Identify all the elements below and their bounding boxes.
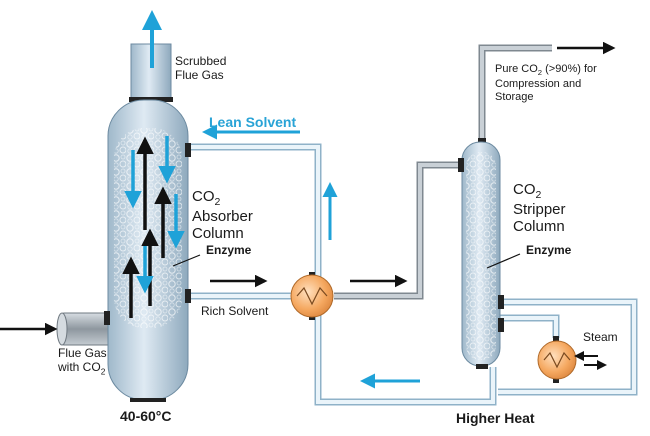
absorber-temperature-label: 40-60°C [120,408,172,424]
stripper-line-1: CO2 [513,181,566,201]
reboiler-heat-exchanger [537,336,577,383]
flue-gas-line-1: Flue Gas [58,346,107,360]
absorber-co-sub: 2 [214,196,221,208]
pure-co2-sub: 2 [537,68,543,78]
flue-gas-with-co2-label: Flue Gas with CO2 [58,346,107,377]
stripper-line-3: Column [513,218,565,236]
enzyme-absorber-pointer [172,254,201,267]
stripper-co-sub: 2 [535,189,542,201]
absorber-column-label: CO2 Absorber Column [192,188,253,243]
rich-to-stripper-pipe [334,161,468,300]
enzyme-stripper-pointer [486,253,521,269]
pure-co2-line-2: Compression and [495,78,582,91]
pure-co2-line-3: Storage [495,90,534,103]
absorber-line-2: Absorber [192,208,253,226]
pure-co2-suffix: (>90%) for [542,63,597,75]
higher-heat-label: Higher Heat [456,410,535,426]
lean-solvent-pipe [189,143,497,406]
steam-label: Steam [583,330,618,344]
pure-co2-text: Pure CO [495,63,538,75]
scrubbed-line-1: Scrubbed [175,54,227,68]
flue-gas-co-text: with CO [58,359,101,374]
absorber-column [104,43,191,402]
stripper-column-label: CO2 Stripper Column [513,181,566,236]
absorber-line-3: Column [192,225,244,243]
scrubbed-line-2: Flue Gas [175,67,224,82]
steam-arrows [574,351,607,370]
enzyme-absorber-label: Enzyme [206,243,252,257]
steam-loop-pipe [498,298,638,396]
lean-solvent-label: Lean Solvent [209,114,297,130]
steam-inlet-pipe [498,314,560,338]
stripper-co-text: CO [513,181,536,198]
stripper-line-2: Stripper [513,201,566,219]
pure-co2-label: Pure CO2 (>90%) for Compression and Stor… [495,63,597,103]
rich-solvent-label: Rich Solvent [201,304,269,318]
pure-co2-line-1: Pure CO2 (>90%) for [495,63,597,78]
absorber-flow-arrows [122,136,185,318]
pure-co2-pipe [478,44,552,142]
scrubbed-flue-gas-label: Scrubbed Flue Gas [175,54,227,83]
absorber-line-1: CO2 [192,188,253,208]
flue-gas-line-2: with CO2 [58,359,107,377]
enzyme-stripper-label: Enzyme [526,243,572,257]
flue-gas-co-sub: 2 [100,366,106,377]
stripper-column [458,138,504,369]
lean-rich-heat-exchanger [290,272,334,320]
absorber-co-text: CO [192,188,215,205]
